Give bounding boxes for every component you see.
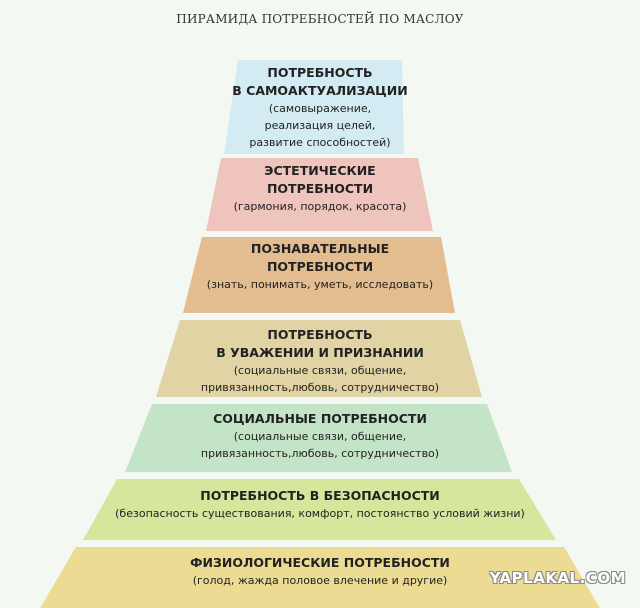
pyramid-level-3: [183, 237, 455, 313]
level-7-desc-line: (голод, жажда половое влечение и другие): [192, 574, 448, 587]
level-1-title-line: ПОТРЕБНОСТЬ: [267, 65, 373, 80]
level-2-title-line: ЭСТЕТИЧЕСКИЕ: [264, 163, 376, 178]
pyramid-level-1: [224, 60, 404, 154]
level-6-text: ПОТРЕБНОСТЬ В БЕЗОПАСНОСТИ (безопасность…: [0, 487, 640, 522]
level-4-title-line: В УВАЖЕНИИ И ПРИЗНАНИИ: [216, 345, 424, 360]
level-4-desc-line: привязанность,любовь, сотрудничество): [200, 381, 440, 394]
level-7-text: ФИЗИОЛОГИЧЕСКИЕ ПОТРЕБНОСТИ (голод, жажд…: [0, 554, 640, 589]
level-4-title-line: ПОТРЕБНОСТЬ: [267, 327, 373, 342]
pyramid-level-4: [156, 320, 482, 397]
level-6-title-line: ПОТРЕБНОСТЬ В БЕЗОПАСНОСТИ: [200, 488, 440, 503]
pyramid-level-5: [125, 404, 512, 472]
level-5-title-line: СОЦИАЛЬНЫЕ ПОТРЕБНОСТИ: [213, 411, 427, 426]
pyramid-level-7: [40, 547, 600, 608]
level-1-desc-line: реализация целей,: [264, 119, 376, 132]
level-4-desc-line: (социальные связи, общение,: [233, 364, 407, 377]
level-2-title-line: ПОТРЕБНОСТИ: [266, 181, 374, 196]
level-5-text: СОЦИАЛЬНЫЕ ПОТРЕБНОСТИ (социальные связи…: [0, 410, 640, 462]
diagram-title: ПИРАМИДА ПОТРЕБНОСТЕЙ ПО МАСЛОУ: [176, 12, 464, 26]
level-2-text: ЭСТЕТИЧЕСКИЕ ПОТРЕБНОСТИ (гармония, поря…: [0, 162, 640, 215]
level-1-desc-line: (самовыражение,: [268, 102, 372, 115]
level-3-title-line: ПОТРЕБНОСТИ: [266, 259, 374, 274]
level-3-desc-line: (знать, понимать, уметь, исследовать): [206, 278, 434, 291]
pyramid-level-2: [206, 158, 433, 231]
level-1-desc-line: развитие способностей): [249, 136, 391, 149]
level-5-desc-line: привязанность,любовь, сотрудничество): [200, 447, 440, 460]
level-6-desc-line: (безопасность существования, комфорт, по…: [115, 507, 525, 520]
watermark-logo: YAPLAKAL.COM: [489, 569, 626, 587]
level-3-title-line: ПОЗНАВАТЕЛЬНЫЕ: [250, 241, 390, 256]
level-1-text: ПОТРЕБНОСТЬ В САМОАКТУАЛИЗАЦИИ (самовыра…: [0, 64, 640, 151]
level-2-desc-line: (гармония, порядок, красота): [233, 200, 407, 213]
pyramid-level-6: [83, 479, 556, 540]
level-3-text: ПОЗНАВАТЕЛЬНЫЕ ПОТРЕБНОСТИ (знать, поним…: [0, 240, 640, 293]
level-5-desc-line: (социальные связи, общение,: [233, 430, 407, 443]
level-4-text: ПОТРЕБНОСТЬ В УВАЖЕНИИ И ПРИЗНАНИИ (соци…: [0, 326, 640, 396]
level-1-title-line: В САМОАКТУАЛИЗАЦИИ: [232, 83, 408, 98]
level-7-title-line: ФИЗИОЛОГИЧЕСКИЕ ПОТРЕБНОСТИ: [190, 555, 450, 570]
